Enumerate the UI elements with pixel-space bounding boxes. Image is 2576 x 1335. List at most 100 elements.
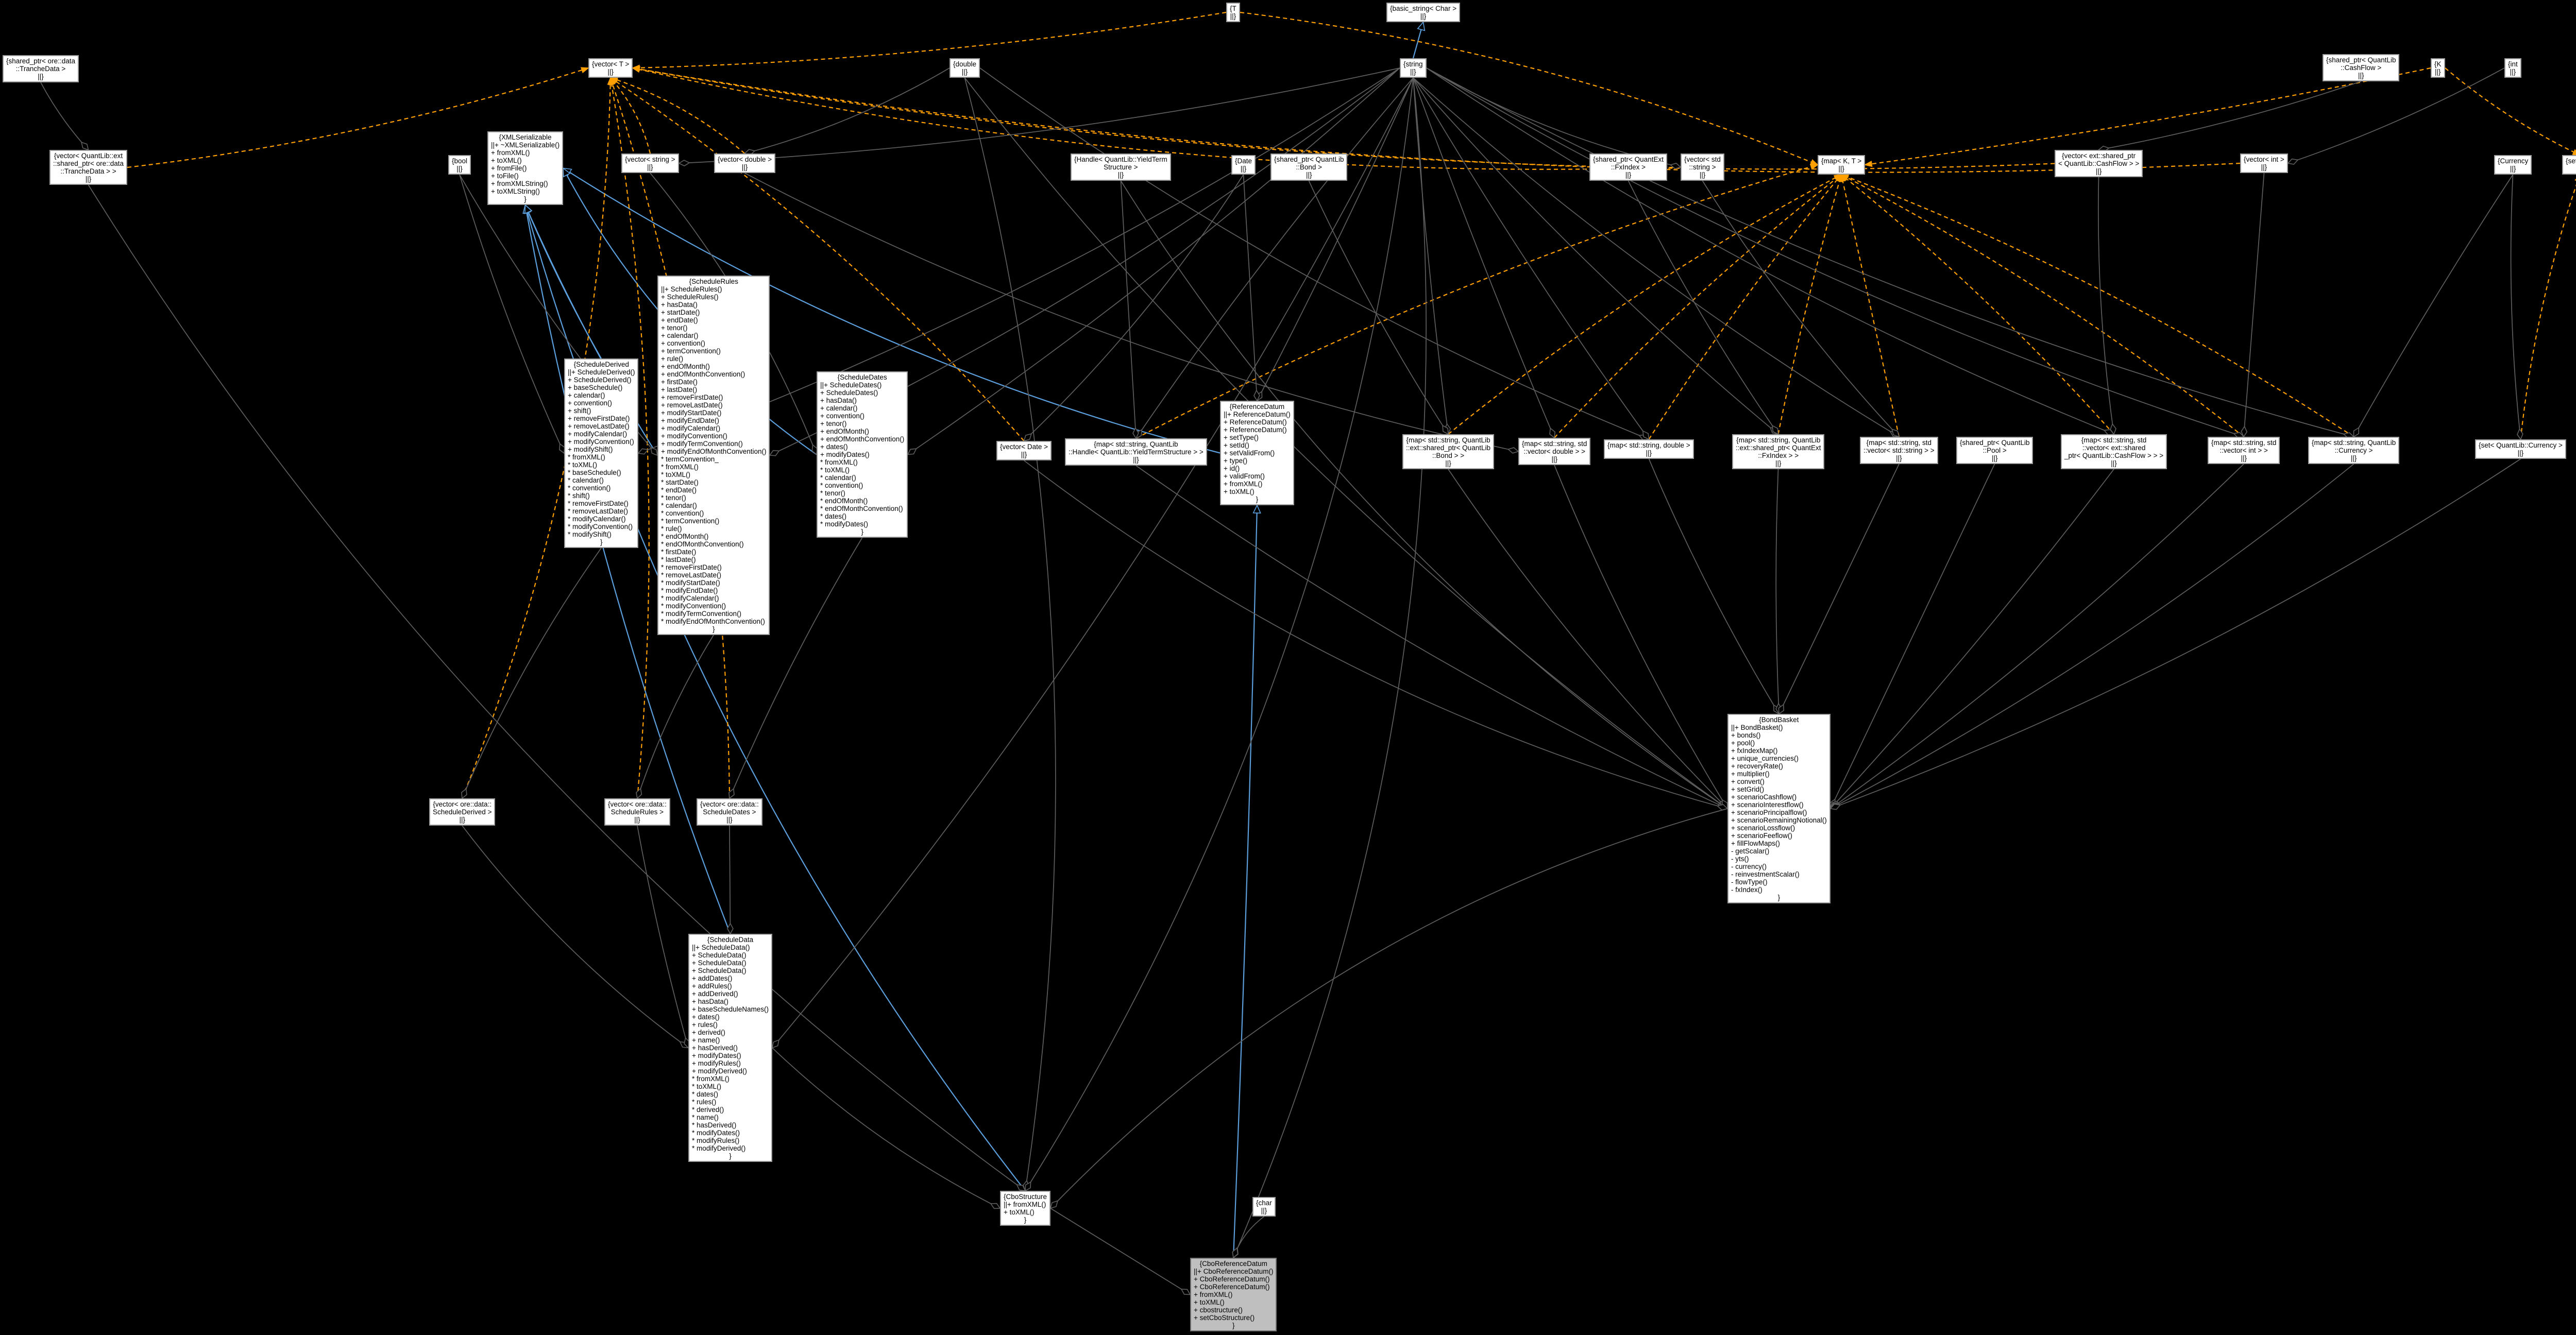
set-currency-label-line: ||}: [2517, 449, 2524, 457]
map-string-currency-node[interactable]: {map< std::string, QuantLib::Currency >|…: [2308, 437, 2400, 464]
Date-node[interactable]: {Date||}: [1231, 155, 1256, 175]
T-node[interactable]: {T||}: [1226, 3, 1240, 22]
double-label-line: {double: [953, 60, 977, 68]
schedule-data-to-cbo-structure-edge: [772, 1047, 1001, 1209]
schedule-data-node[interactable]: {ScheduleData||+ ScheduleData()+ Schedul…: [688, 934, 772, 1162]
vector-string-label-line: {vector< string >: [625, 156, 675, 163]
schedule-derived-label-line: * modifyShift(): [568, 530, 612, 538]
schedule-rules-label-line: + firstDate(): [661, 378, 698, 386]
bool-node[interactable]: {bool||}: [448, 155, 471, 175]
set-K-node[interactable]: {set< K >||}: [2562, 155, 2576, 175]
vector-string-node[interactable]: {vector< string >||}: [621, 153, 679, 173]
schedule-data-label-line: + modifyRules(): [692, 1059, 741, 1067]
schedule-data-label-line: + rules(): [692, 1021, 718, 1029]
map-string-vecdouble-node[interactable]: {map< std::string, std::vector< double >…: [1518, 438, 1591, 465]
schedule-rules-label-line: * modifyStartDate(): [661, 579, 720, 587]
schedule-dates-label-line: + hasData(): [820, 397, 857, 404]
vector-double-to-map-string-vecdouble-edge: [744, 173, 1519, 452]
vector-schedule-dates-node[interactable]: {vector< ore::data::ScheduleDates >||}: [697, 798, 762, 826]
reference-datum-label-line: + toXML(): [1224, 488, 1255, 495]
cbo-structure-to-cbo-reference-datum-edge: [1050, 1208, 1191, 1295]
double-to-map-string-double-edge: [979, 67, 1649, 440]
bond-basket-label-line: ||+ BondBasket(): [1731, 724, 1783, 731]
reference-datum-label-line: ||+ ReferenceDatum(): [1224, 410, 1291, 418]
map-string-veccashflow-label-line: _ptr< QuantLib::CashFlow > > >: [2064, 452, 2164, 459]
schedule-derived-label-line: + calendar(): [568, 391, 605, 399]
basic-string-node[interactable]: {basic_string< Char >||}: [1386, 3, 1461, 22]
char-node[interactable]: {char||}: [1252, 1197, 1276, 1217]
K-node[interactable]: {K||}: [2431, 58, 2445, 78]
vector-double-node[interactable]: {vector< double >||}: [714, 153, 776, 173]
map-string-yts-node[interactable]: {map< std::string, QuantLib::Handle< Qua…: [1065, 438, 1207, 466]
sp-pool-node[interactable]: {shared_ptr< QuantLib::Pool >||}: [1956, 437, 2033, 464]
bool-label-line: {bool: [452, 157, 468, 165]
string-to-map-string-veccashflow-edge: [1426, 67, 2114, 435]
map-string-veccashflow-node[interactable]: {map< std::string, std::vector< ext::sha…: [2061, 434, 2167, 469]
xml-serializable-node[interactable]: {XMLSerializable||+ ~XMLSerializable()+ …: [487, 131, 564, 205]
cbo-structure-node[interactable]: {CboStructure||+ fromXML()+ toXML()}: [1000, 1191, 1051, 1226]
bond-basket-label-line: + pool(): [1731, 739, 1755, 747]
vector-string-to-vector-T-edge: [610, 77, 651, 154]
map-string-double-label-line: ||}: [1646, 449, 1652, 457]
vector-sp-tranche-node[interactable]: {vector< QuantLib::ext::shared_ptr< ore:…: [49, 150, 127, 185]
sp-bond-label-line: ::Bond >: [1296, 163, 1323, 171]
string-to-map-string-bond-edge: [1413, 77, 1449, 435]
schedule-derived-label-line: * toXML(): [568, 461, 598, 469]
schedule-dates-node[interactable]: {ScheduleDates||+ ScheduleDates()+ Sched…: [817, 371, 908, 538]
cbo-reference-datum-label-line: + CboReferenceDatum(): [1194, 1275, 1270, 1283]
vector-stdstring-node[interactable]: {vector< std::string >||}: [1681, 153, 1724, 181]
bond-basket-label-line: - currency(): [1731, 863, 1767, 870]
double-to-cbo-structure-edge: [964, 77, 1056, 1191]
vector-int-node[interactable]: {vector< int >||}: [2240, 153, 2288, 173]
bond-basket-label-line: + unique_currencies(): [1731, 755, 1799, 762]
cbo-reference-datum-node[interactable]: {CboReferenceDatum||+ CboReferenceDatum(…: [1190, 1258, 1277, 1331]
diamond-marker: [1049, 1200, 1059, 1209]
map-K-T-node[interactable]: {map< K, T >||}: [1818, 155, 1866, 175]
reference-datum-node[interactable]: {ReferenceDatum||+ ReferenceDatum()+ Ref…: [1220, 401, 1294, 505]
sp-fxindex-node[interactable]: {shared_ptr< QuantExt::FxIndex >||}: [1589, 153, 1667, 181]
schedule-data-label-line: * derived(): [692, 1106, 724, 1114]
bond-basket-node[interactable]: {BondBasket||+ BondBasket()+ bonds()+ po…: [1727, 714, 1831, 903]
schedule-rules-label-line: + convention(): [661, 339, 705, 347]
schedule-rules-label-line: * startDate(): [661, 478, 699, 486]
reference-datum-label-line: }: [1256, 495, 1259, 503]
sp-tranche-node[interactable]: {shared_ptr< ore::data::TrancheData >||}: [3, 55, 79, 82]
vector-schedule-derived-node[interactable]: {vector< ore::data::ScheduleDerived >||}: [429, 798, 496, 826]
map-string-double-to-map-K-T-edge: [1648, 174, 1842, 440]
schedule-derived-label-line: + modifyCalendar(): [568, 430, 628, 438]
map-string-vecstring-to-map-K-T-edge: [1840, 174, 1900, 437]
map-string-fxindex-label-line: ||}: [1775, 459, 1782, 467]
vector-Date-node[interactable]: {vector< Date >||}: [996, 441, 1052, 460]
vector-T-node[interactable]: {vector< T >||}: [588, 58, 633, 78]
schedule-derived-label-line: + removeFirstDate(): [568, 415, 630, 422]
map-string-vecint-node[interactable]: {map< std::string, std::vector< int > >|…: [2208, 437, 2280, 464]
string-node[interactable]: {string||}: [1400, 58, 1427, 78]
set-currency-node[interactable]: {set< QuantLib::Currency >||}: [2475, 439, 2566, 459]
map-string-vecdouble-label-line: ::vector< double > >: [1523, 448, 1586, 455]
sp-bond-node[interactable]: {shared_ptr< QuantLib::Bond >||}: [1270, 153, 1348, 181]
int-node[interactable]: {int||}: [2504, 58, 2521, 78]
map-string-double-node[interactable]: {map< std::string, double >||}: [1604, 439, 1694, 459]
map-string-vecstring-node[interactable]: {map< std::string, std::vector< std::str…: [1860, 437, 1938, 464]
schedule-rules-node[interactable]: {ScheduleRules||+ ScheduleRules()+ Sched…: [657, 276, 770, 635]
vector-sp-cashflow-node[interactable]: {vector< ext::shared_ptr< QuantLib::Cash…: [2055, 150, 2143, 177]
map-string-bond-node[interactable]: {map< std::string, QuantLib::ext::shared…: [1402, 434, 1494, 469]
map-string-fxindex-node[interactable]: {map< std::string, QuantLib::ext::shared…: [1732, 434, 1825, 469]
string-to-map-string-vecstring-edge: [1413, 77, 1900, 437]
sp-cashflow-node[interactable]: {shared_ptr< QuantLib::CashFlow >||}: [2323, 54, 2400, 81]
double-node[interactable]: {double||}: [950, 58, 980, 78]
cbo-structure-label-line: + toXML(): [1004, 1208, 1035, 1216]
schedule-rules-label-line: + endDate(): [661, 316, 698, 324]
sp-tranche-label-line: {shared_ptr< ore::data: [6, 57, 75, 65]
Currency-label-line: {Currency: [2498, 157, 2529, 165]
schedule-derived-node[interactable]: {ScheduleDerived||+ ScheduleDerived()+ S…: [564, 358, 639, 548]
map-K-T-label-line: ||}: [1838, 165, 1844, 173]
vector-schedule-rules-node[interactable]: {vector< ore::data::ScheduleRules >||}: [604, 798, 670, 826]
xml-serializable-label-line: + fromFile(): [491, 164, 527, 172]
sp-pool-to-bond-basket-edge: [1830, 464, 1995, 809]
schedule-derived-label-line: + convention(): [568, 399, 612, 407]
string-to-map-string-vecint-edge: [1426, 67, 2244, 437]
schedule-dates-label-line: * convention(): [820, 482, 863, 489]
Currency-node[interactable]: {Currency||}: [2494, 155, 2532, 175]
